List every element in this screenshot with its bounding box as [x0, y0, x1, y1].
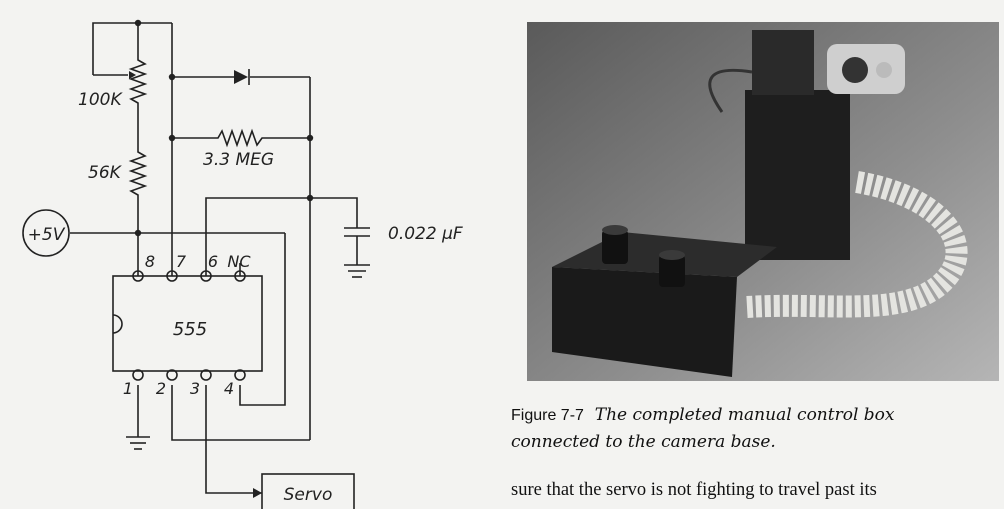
supply-label: +5V	[28, 225, 66, 245]
wiper-arrow	[129, 71, 136, 79]
servo-label: Servo	[284, 485, 333, 505]
caption-line-1: The completed manual control box	[594, 405, 895, 425]
ground-symbol-pin1	[126, 436, 150, 450]
knob-left	[602, 230, 628, 264]
pin-label-2: 2	[156, 379, 166, 398]
chip-pins	[132, 270, 246, 381]
body-paragraph: sure that the servo is not fighting to t…	[511, 480, 877, 500]
label-100k: 100K	[78, 90, 123, 110]
diode	[234, 69, 250, 85]
resistor-3-3-meg	[214, 128, 266, 148]
pin-label-6: 6	[208, 252, 218, 271]
photo-control-box-camera	[527, 22, 999, 381]
servo-arrow	[253, 488, 262, 498]
coiled-cable	[746, 171, 968, 318]
pin-label-nc: NC	[227, 252, 251, 271]
label-56k: 56K	[88, 163, 123, 183]
figure-caption: Figure 7-7 The completed manual control …	[511, 402, 991, 456]
servo-box	[261, 473, 355, 509]
junction-dots	[134, 19, 314, 237]
chip-notch	[112, 314, 123, 334]
supply-source	[22, 209, 70, 257]
photo-illustration	[527, 22, 999, 381]
capacitor	[344, 227, 370, 237]
ground-symbol-capacitor	[344, 264, 370, 278]
manual-control-box	[552, 267, 737, 377]
pin-label-4: 4	[224, 379, 234, 398]
schematic-wiring	[70, 22, 358, 494]
pin-label-7: 7	[176, 252, 187, 271]
chip-label: 555	[173, 319, 207, 340]
circuit-schematic: +5V 555 8 7 6 NC 1 2 3 4 100K 56K 3.3 ME…	[22, 19, 463, 509]
figure-label: Figure 7-7	[511, 407, 584, 424]
label-3-3-meg: 3.3 MEG	[203, 150, 274, 170]
caption-line-2: connected to the camera base.	[511, 432, 776, 452]
label-capacitor: 0.022 μF	[388, 224, 463, 244]
camera-base-box	[745, 90, 850, 260]
pin-label-1: 1	[123, 379, 133, 398]
knob-right	[659, 255, 685, 287]
pin-label-3: 3	[190, 379, 200, 398]
chip-555	[112, 275, 263, 372]
resistor-56k	[128, 148, 148, 196]
potentiometer-100k	[128, 55, 148, 105]
pin-label-8: 8	[145, 252, 155, 271]
